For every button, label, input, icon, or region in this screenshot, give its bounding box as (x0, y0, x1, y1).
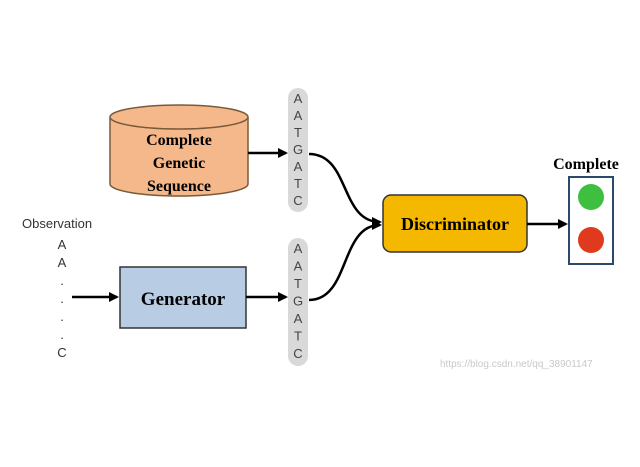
database-label-line-1: Complete (146, 132, 212, 149)
top-sequence-strip (288, 88, 308, 212)
discriminator-box: Discriminator (382, 194, 528, 253)
complete-genetic-sequence-database: Complete Genetic Sequence (109, 104, 249, 197)
observation-item-3: . (60, 291, 64, 306)
result-label: Complete (553, 156, 619, 173)
discriminator-label: Discriminator (401, 214, 509, 234)
database-label-line-2: Genetic (153, 155, 205, 172)
top-sequence-letter-5: T (294, 176, 302, 191)
observation-item-2: . (60, 273, 64, 288)
bottom-sequence-strip (288, 238, 308, 366)
bottom-sequence-letter-0: A (294, 241, 303, 256)
green-light-icon (578, 184, 604, 210)
bottom-sequence-letter-6: C (293, 346, 302, 361)
real-sequence-to-discriminator-arrow (308, 152, 382, 227)
generated-sequence-to-discriminator-arrow (308, 220, 382, 302)
bottom-sequence-letter-4: A (294, 311, 303, 326)
top-sequence-letter-4: A (294, 159, 303, 174)
observation-item-4: . (60, 309, 64, 324)
top-sequence-letter-1: A (294, 108, 303, 123)
result-indicator: Complete (553, 156, 619, 265)
generator-label: Generator (141, 289, 226, 310)
bottom-sequence-letter-3: G (293, 294, 303, 309)
observation-item-1: A (58, 255, 67, 270)
observation-item-6: C (57, 345, 66, 360)
observation-sequence: AA.... C (57, 237, 66, 360)
top-sequence-letter-0: A (294, 91, 303, 106)
bottom-sequence-letter-2: T (294, 276, 302, 291)
database-label-line-3: Sequence (147, 178, 211, 195)
top-sequence-letter-3: G (293, 142, 303, 157)
watermark: https://blog.csdn.net/qq_38901147 (440, 359, 593, 370)
bottom-sequence-letter-1: A (294, 259, 303, 274)
red-light-icon (578, 227, 604, 253)
observation-item-5: . (60, 327, 64, 342)
observation-title: Observation (22, 216, 92, 231)
generator-box: Generator (119, 266, 247, 329)
observation-item-0: A (58, 237, 67, 252)
bottom-sequence-letter-5: T (294, 329, 302, 344)
top-sequence-letter-6: C (293, 193, 302, 208)
top-sequence-letter-2: T (294, 125, 302, 140)
